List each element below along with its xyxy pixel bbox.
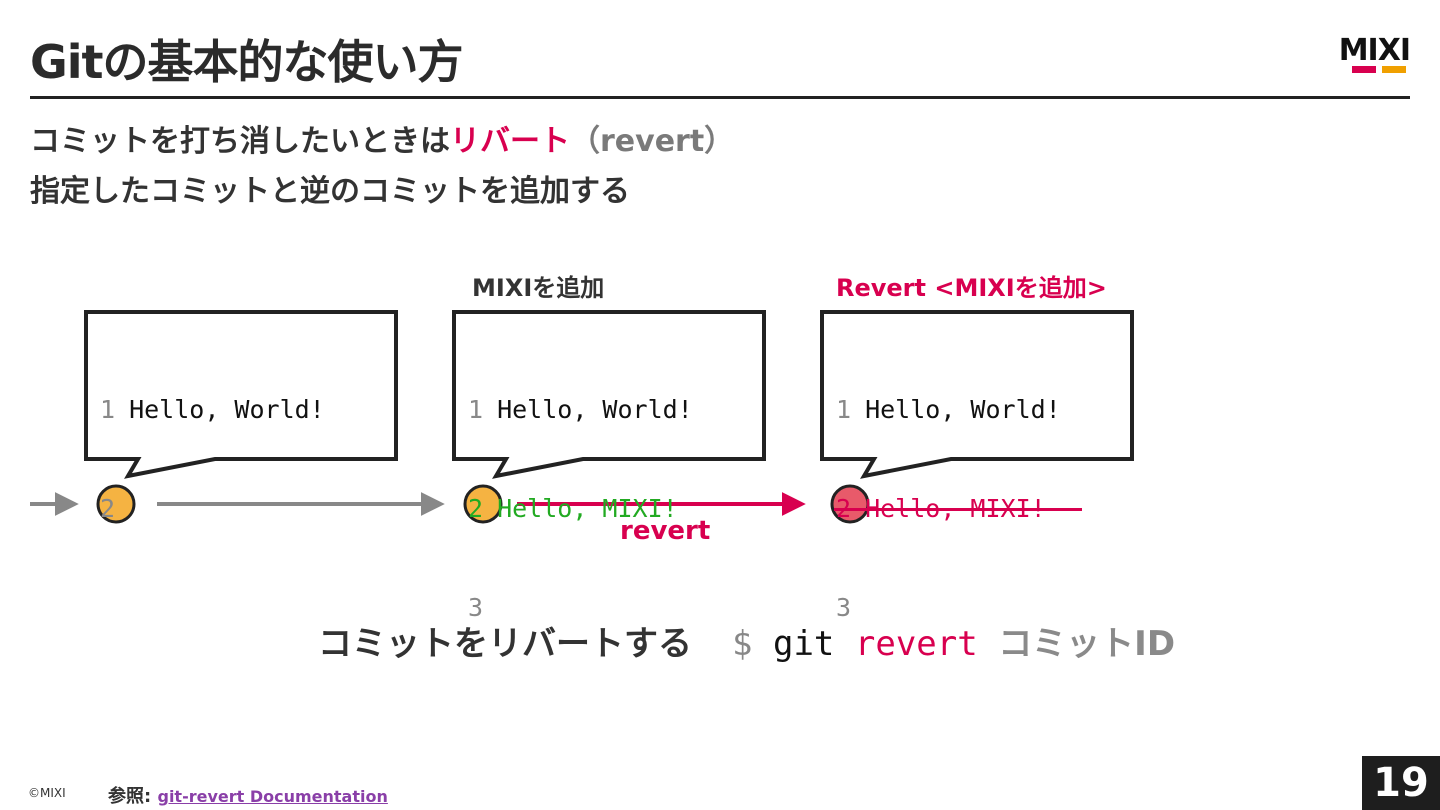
strikethrough [834, 508, 1082, 511]
subtitle-line-1: コミットを打ち消したいときはリバート（revert） [30, 116, 734, 160]
command-description: コミットをリバートする [318, 624, 692, 664]
line-number: 1 [468, 395, 484, 424]
command-git: git [772, 624, 835, 664]
bubble-2 [452, 310, 766, 479]
code-line-added: 2 Hello, MIXI! [468, 492, 693, 525]
subtitle-suffix: （revert） [570, 124, 735, 159]
page-title: Gitの基本的な使い方 [30, 35, 464, 89]
command-row: コミットをリバートする $ git revert コミットID [318, 616, 1175, 665]
commit-node-3 [830, 484, 870, 524]
copyright: ©MIXI [28, 786, 66, 800]
page-number: 19 [1362, 756, 1440, 810]
bubble-3 [820, 310, 1134, 479]
commit-node-1 [96, 484, 136, 524]
logo-text: MIXI [1338, 33, 1411, 68]
code-line: 3 [836, 591, 1061, 624]
line-text: Hello, World! [129, 395, 325, 424]
command-prompt: $ [732, 624, 753, 664]
revert-label: revert [620, 516, 711, 546]
line-text: Hello, World! [865, 395, 1061, 424]
reference: 参照: git-revert Documentation [108, 782, 388, 808]
logo-bars [1344, 66, 1408, 73]
bubble-1-content: 1 Hello, World! 2 [100, 327, 325, 558]
line-text: Hello, MIXI! [497, 494, 678, 523]
reference-link[interactable]: git-revert Documentation [157, 787, 388, 806]
mixi-logo: MIXI [1332, 33, 1411, 76]
code-line: 3 [468, 591, 693, 624]
bubble-2-content: 1 Hello, World! 2 Hello, MIXI! 3 [468, 327, 693, 657]
bubble-1 [84, 310, 398, 479]
line-number: 1 [836, 395, 852, 424]
command-code: $ git revert コミットID [732, 624, 1175, 664]
subtitle-accent: リバート [450, 124, 570, 159]
line-number: 2 [100, 494, 116, 523]
command-arg: コミットID [998, 624, 1176, 664]
code-line: 1 Hello, World! [836, 393, 1061, 426]
commit-label-3: Revert <MIXIを追加> [836, 274, 1107, 302]
commit-node-2 [463, 484, 503, 524]
reference-label: 参照: [108, 786, 152, 807]
line-number: 3 [468, 593, 484, 622]
line-number: 1 [100, 395, 116, 424]
code-line: 1 Hello, World! [100, 393, 325, 426]
line-text: Hello, World! [497, 395, 693, 424]
subtitle-prefix: コミットを打ち消したいときは [30, 124, 450, 159]
title-divider [30, 96, 1410, 99]
commit-label-2: MIXIを追加 [472, 274, 605, 302]
line-number: 3 [836, 593, 852, 622]
code-line: 2 [100, 492, 325, 525]
code-line: 1 Hello, World! [468, 393, 693, 426]
command-revert: revert [854, 624, 978, 664]
logo-bar-magenta [1352, 66, 1376, 73]
logo-bar-orange [1382, 66, 1406, 73]
subtitle-line-2: 指定したコミットと逆のコミットを追加する [30, 174, 630, 209]
line-number: 2 [468, 494, 484, 523]
